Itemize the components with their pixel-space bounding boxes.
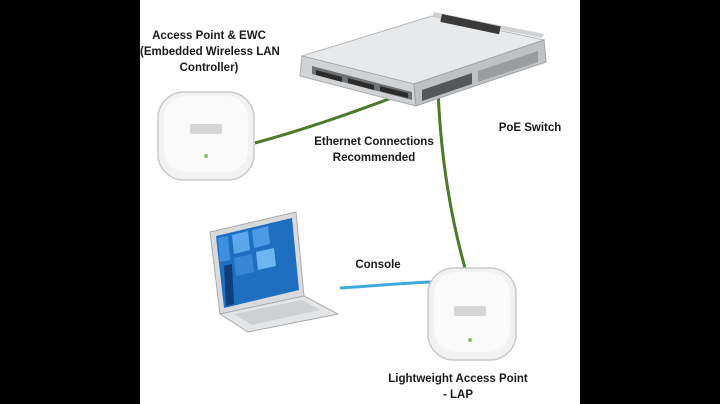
ethernet-label: Ethernet Connections Recommended: [304, 134, 444, 166]
switch-label: PoE Switch: [498, 122, 562, 134]
poe-switch-icon: [299, 12, 547, 107]
laptop-icon: [209, 211, 340, 333]
ethernet-label-line2: Recommended: [332, 152, 416, 164]
ewc-label: Access Point & EWC (Embedded Wireless LA…: [140, 28, 280, 76]
lightweight-access-point-icon: [427, 267, 517, 361]
network-diagram: Access Point & EWC (Embedded Wireless LA…: [140, 0, 580, 404]
ethernet-cable-lap: [436, 89, 467, 269]
lap-label-line1: Lightweight Access Point: [388, 373, 528, 385]
ewc-label-line3: Controller): [179, 62, 239, 74]
ethernet-label-line1: Ethernet Connections: [314, 136, 434, 148]
lap-label-line2: - LAP: [442, 389, 474, 401]
ewc-label-line1: Access Point & EWC: [152, 30, 266, 42]
console-label: Console: [355, 259, 401, 271]
lap-label: Lightweight Access Point - LAP: [383, 371, 533, 403]
access-point-icon: [157, 91, 255, 181]
console-cable: [339, 280, 433, 290]
ewc-label-line2: (Embedded Wireless LAN: [140, 46, 280, 58]
